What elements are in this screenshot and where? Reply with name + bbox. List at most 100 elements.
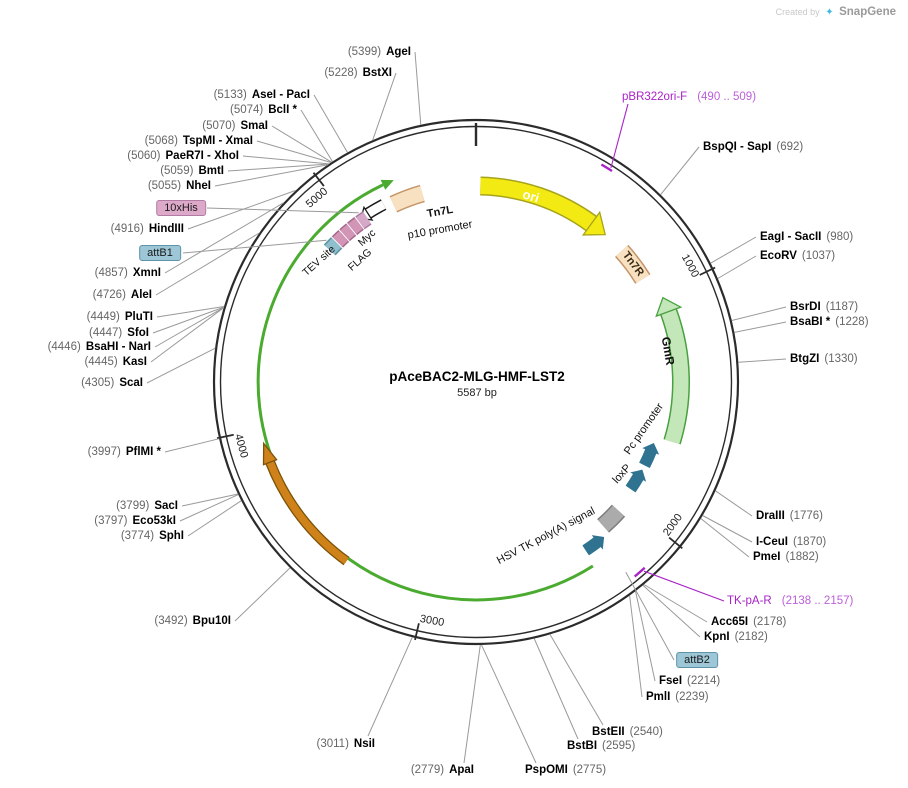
site-label-text: (4449): [86, 311, 120, 323]
pc-promoter-arrow-arrowhead[interactable]: [642, 443, 660, 455]
site-label-bpu10i[interactable]: (3492)Bpu10I: [154, 615, 231, 627]
site-label-bsabi[interactable]: BsaBI *(1228): [790, 316, 869, 328]
watermark-prefix: Created by: [775, 7, 820, 17]
ori-feature-arrowhead[interactable]: [581, 210, 607, 236]
tick-mark-2000: [668, 536, 683, 549]
reverse-orf-arrow[interactable]: [266, 460, 349, 565]
site-label-xmni[interactable]: (4857)XmnI: [95, 267, 161, 279]
site-label-sfoi[interactable]: (4447)SfoI: [89, 327, 149, 339]
site-label-apai[interactable]: (2779)ApaI: [411, 764, 474, 776]
primer-name: pBR322ori-F: [622, 91, 688, 103]
site-label-ecorv[interactable]: EcoRV(1037): [760, 250, 835, 262]
site-label-bcli[interactable]: (5074)BclI *: [230, 104, 297, 116]
site-label-paer7i-xhoi[interactable]: (5060)PaeR7I - XhoI: [127, 150, 239, 162]
tev-site-feature[interactable]: [332, 231, 349, 247]
site-label-text: (1330): [824, 353, 858, 365]
feature-label-hsv-tk-poly-a-signal[interactable]: HSV TK poly(A) signal: [494, 505, 598, 567]
site-label-kpni[interactable]: KpnI(2182): [704, 631, 768, 643]
primer-mark-pbr322ori-f: [600, 163, 613, 173]
site-label-hindiii[interactable]: (4916)HindIII: [111, 223, 184, 235]
site-label-alei[interactable]: (4726)AleI: [93, 289, 152, 301]
site-label-asei-paci[interactable]: (5133)AseI - PacI: [214, 89, 310, 101]
tn7r-feature[interactable]: [616, 245, 650, 284]
site-label-i-ceui[interactable]: I-CeuI(1870): [756, 536, 826, 548]
primer-label-pbr322ori-f[interactable]: pBR322ori-F(490 .. 509): [622, 91, 756, 103]
feature-label-pc-promoter[interactable]: Pc promoter: [621, 401, 667, 457]
tn7l-feature[interactable]: [390, 186, 425, 212]
site-label-eco53ki[interactable]: (3797)Eco53kI: [94, 515, 176, 527]
site-label-smai[interactable]: (5070)SmaI: [202, 120, 268, 132]
site-label-pspomi[interactable]: PspOMI(2775): [525, 764, 606, 776]
site-label-scai[interactable]: (4305)ScaI: [81, 377, 143, 389]
feature-label-myc[interactable]: Myc: [355, 227, 379, 249]
callout-line-pluti: [156, 306, 225, 318]
callout-line-pmei: [700, 518, 750, 558]
flag-feature[interactable]: [347, 218, 364, 234]
site-label-nhei[interactable]: (5055)NheI: [148, 180, 211, 192]
site-label-text: BspQI - SapI: [703, 141, 772, 153]
site-label-text: BsaHI - NarI: [85, 341, 151, 353]
myc-feature[interactable]: [340, 224, 356, 241]
feature-chip-attb1[interactable]: attB1: [139, 245, 181, 261]
site-label-acc65i[interactable]: Acc65I(2178): [711, 616, 786, 628]
site-label-bstbi[interactable]: BstBI(2595): [567, 740, 635, 752]
site-label-pflmi[interactable]: (3997)PflMI *: [88, 446, 161, 458]
site-label-bmti[interactable]: (5059)BmtI: [160, 165, 224, 177]
primer-line-tk-pa-r: [643, 570, 725, 602]
expression-cassette-arc-arrowhead[interactable]: [380, 179, 394, 190]
site-label-text: (5070): [202, 120, 236, 132]
site-label-eagi-sacii[interactable]: EagI - SacII(980): [760, 231, 853, 243]
site-label-bsrdi[interactable]: BsrDI(1187): [790, 301, 858, 313]
site-label-nsii[interactable]: (3011)NsiI: [317, 738, 375, 750]
site-label-pluti[interactable]: (4449)PluTI: [87, 311, 153, 323]
site-label-pmli[interactable]: PmlI(2239): [646, 691, 709, 703]
site-label-agei[interactable]: (5399)AgeI: [348, 46, 411, 58]
site-label-text: (5228): [324, 67, 358, 79]
site-label-saci[interactable]: (3799)SacI: [116, 500, 178, 512]
feature-label-ori[interactable]: ori: [520, 186, 542, 206]
gmr-feature-arrowhead[interactable]: [655, 296, 683, 318]
site-label-sphi[interactable]: (3774)SphI: [121, 530, 184, 542]
site-label-bsahi-nari[interactable]: (4446)BsaHI - NarI: [48, 341, 151, 353]
site-label-text: (2779): [410, 764, 445, 776]
site-label-bsteii[interactable]: BstEII(2540): [592, 726, 663, 738]
site-label-draiii[interactable]: DraIII(1776): [756, 510, 823, 522]
site-label-tspmi-xmai[interactable]: (5068)TspMI - XmaI: [145, 135, 253, 147]
site-label-fsei[interactable]: FseI(2214): [659, 675, 720, 687]
feature-label-p10-promoter[interactable]: p10 promoter: [406, 218, 474, 242]
callout-line-bsrdi: [731, 306, 787, 321]
site-label-bstxi[interactable]: (5228)BstXI: [324, 67, 392, 79]
primer-label-tk-pa-r[interactable]: TK-pA-R(2138 .. 2157): [727, 595, 853, 607]
feature-chip-10xhis[interactable]: 10xHis: [156, 200, 206, 216]
gmr-feature[interactable]: [661, 309, 689, 444]
callout-line-ecorv: [717, 255, 757, 279]
feature-label-flag[interactable]: FLAG: [345, 246, 375, 274]
polya-small-arrow-arrowhead[interactable]: [591, 535, 605, 550]
feature-label-tn7r[interactable]: Tn7R: [619, 249, 647, 279]
snapgene-logo-icon: ✦: [825, 7, 834, 18]
plasmid-name: pAceBAC2-MLG-HMF-LST2: [389, 369, 565, 384]
his10-feature[interactable]: [356, 212, 371, 229]
feature-label-gmr[interactable]: GmR: [658, 335, 678, 367]
feature-label-loxp[interactable]: loxP: [610, 462, 634, 486]
site-label-pmei[interactable]: PmeI(1882): [753, 551, 819, 563]
site-label-text: (2178): [753, 616, 787, 628]
feature-chip-attb2[interactable]: attB2: [676, 652, 718, 668]
callout-line-btgzi: [738, 358, 787, 363]
site-label-text: XmnI: [132, 267, 161, 279]
hsv-tk-polya-box[interactable]: [598, 505, 625, 532]
loxp-arrow-arrowhead[interactable]: [630, 469, 647, 482]
callout-line-draiii: [715, 490, 753, 517]
site-label-bspqi-sapi[interactable]: BspQI - SapI(692): [703, 141, 803, 153]
site-label-text: BstBI: [567, 740, 598, 752]
callout-line-eagi-sacii: [710, 236, 757, 264]
site-label-btgzi[interactable]: BtgZI(1330): [790, 353, 858, 365]
watermark-brand: SnapGene: [839, 6, 896, 18]
reverse-orf-arrow-arrowhead[interactable]: [262, 441, 278, 466]
feature-label-tev-site[interactable]: TEV site: [300, 243, 338, 279]
attb1-feature[interactable]: [324, 238, 342, 255]
site-label-kasi[interactable]: (4445)KasI: [84, 356, 147, 368]
ori-feature[interactable]: [480, 178, 597, 231]
feature-label-tn7l[interactable]: Tn7L: [426, 203, 454, 221]
